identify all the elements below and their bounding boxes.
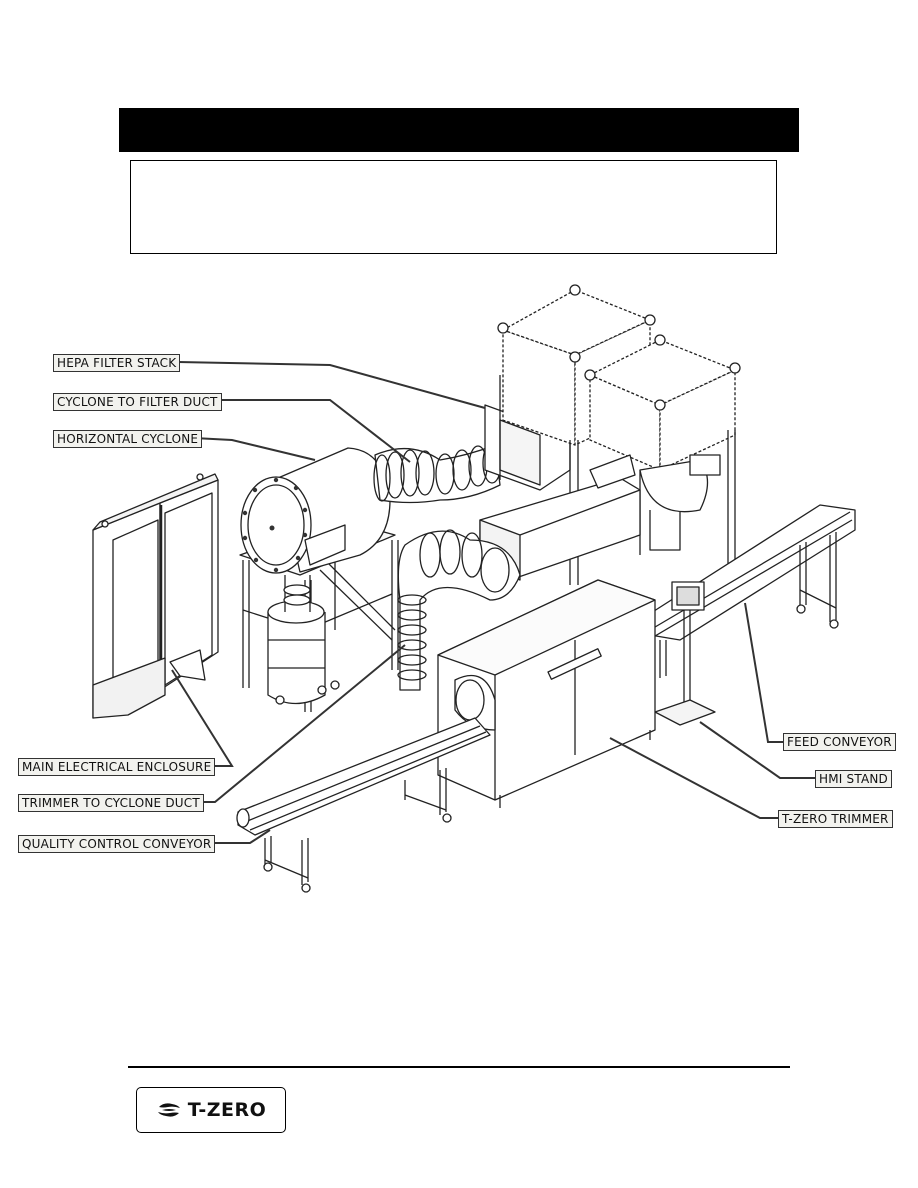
label-horizontal-cyclone: HORIZONTAL CYCLONE [53,430,203,448]
footer-rule [128,1066,790,1068]
label-feed-conveyor: FEED CONVEYOR [783,733,896,751]
t-zero-swirl-icon [157,1103,180,1117]
leader-electrical [171,669,234,767]
cyclone-to-filter-duct [373,442,502,504]
label-main-electrical-enclosure: MAIN ELECTRICAL ENCLOSURE [18,758,216,776]
logo-text: T-ZERO [187,1099,267,1121]
notice-box [130,160,777,254]
horizontal-cyclone [240,447,391,574]
label-hmi-stand: HMI STAND [815,770,892,788]
leader-hmi [699,721,815,779]
leader-cyclone-duct [216,399,411,463]
t-zero-trimmer [437,579,656,808]
leader-feed-conveyor [744,602,783,743]
trimmer-to-cyclone-duct [397,529,521,691]
quality-control-conveyor [236,717,491,893]
leader-horizontal-cyclone [193,437,316,461]
leader-qc-conveyor [205,829,271,844]
electrical-enclosure [92,473,219,719]
label-cyclone-to-filter-duct: CYCLONE TO FILTER DUCT [53,393,222,411]
hmi-stand [654,581,716,726]
label-hepa-filter-stack: HEPA FILTER STACK [53,354,181,372]
label-trimmer-to-cyclone-duct: TRIMMER TO CYCLONE DUCT [18,794,204,812]
hepa-filter-stack [484,284,741,585]
header-bar [119,108,799,152]
label-quality-control-conveyor: QUALITY CONTROL CONVEYOR [18,835,216,853]
t-zero-logo: T-ZERO [136,1087,286,1133]
leader-hepa [177,361,486,409]
label-t-zero-trimmer: T-ZERO TRIMMER [778,810,893,828]
collection-drum [267,575,340,705]
leader-trimmer [609,737,778,819]
